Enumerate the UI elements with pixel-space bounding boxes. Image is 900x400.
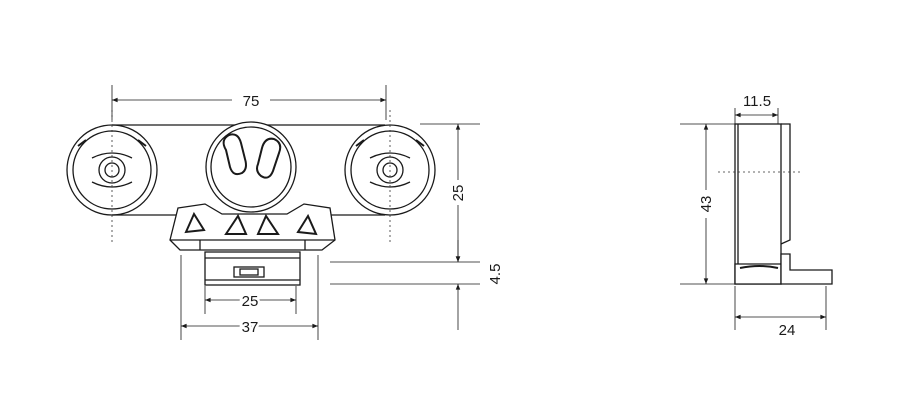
side-body [734,123,782,285]
terminal-3 [256,213,280,235]
starter-socket [205,121,297,213]
side-back-plate [780,123,791,245]
dim-label-43: 43 [698,196,715,213]
dim-label-11-5: 11.5 [743,93,771,110]
dim-label-75: 75 [243,93,260,110]
dim-label-4-5: 4.5 [487,264,504,285]
right-keyhole-slot [256,137,282,179]
terminal-housing [169,203,336,251]
dim-base-inner: 25 [204,286,297,314]
dim-label-37: 37 [242,319,259,336]
terminal-1 [184,211,206,234]
terminal-2 [224,213,248,235]
dim-base-outer: 37 [180,255,319,340]
side-pin [780,253,833,285]
front-view: 75 25 4.5 25 37 [66,85,504,340]
dim-label-25-vertical: 25 [450,185,467,202]
base-clip [204,251,301,286]
dim-label-24: 24 [779,322,796,339]
side-view: 11.5 43 24 [680,93,833,339]
dim-label-25-horizontal: 25 [242,293,259,310]
dim-side-top-width: 11.5 [734,93,779,124]
terminal-4 [296,213,318,236]
dim-side-bottom-width: 24 [734,286,827,339]
dim-side-height: 43 [680,123,735,285]
dim-thickness: 4.5 [330,240,504,330]
dim-overall-width: 75 [111,85,387,120]
left-keyhole-slot [222,133,247,176]
